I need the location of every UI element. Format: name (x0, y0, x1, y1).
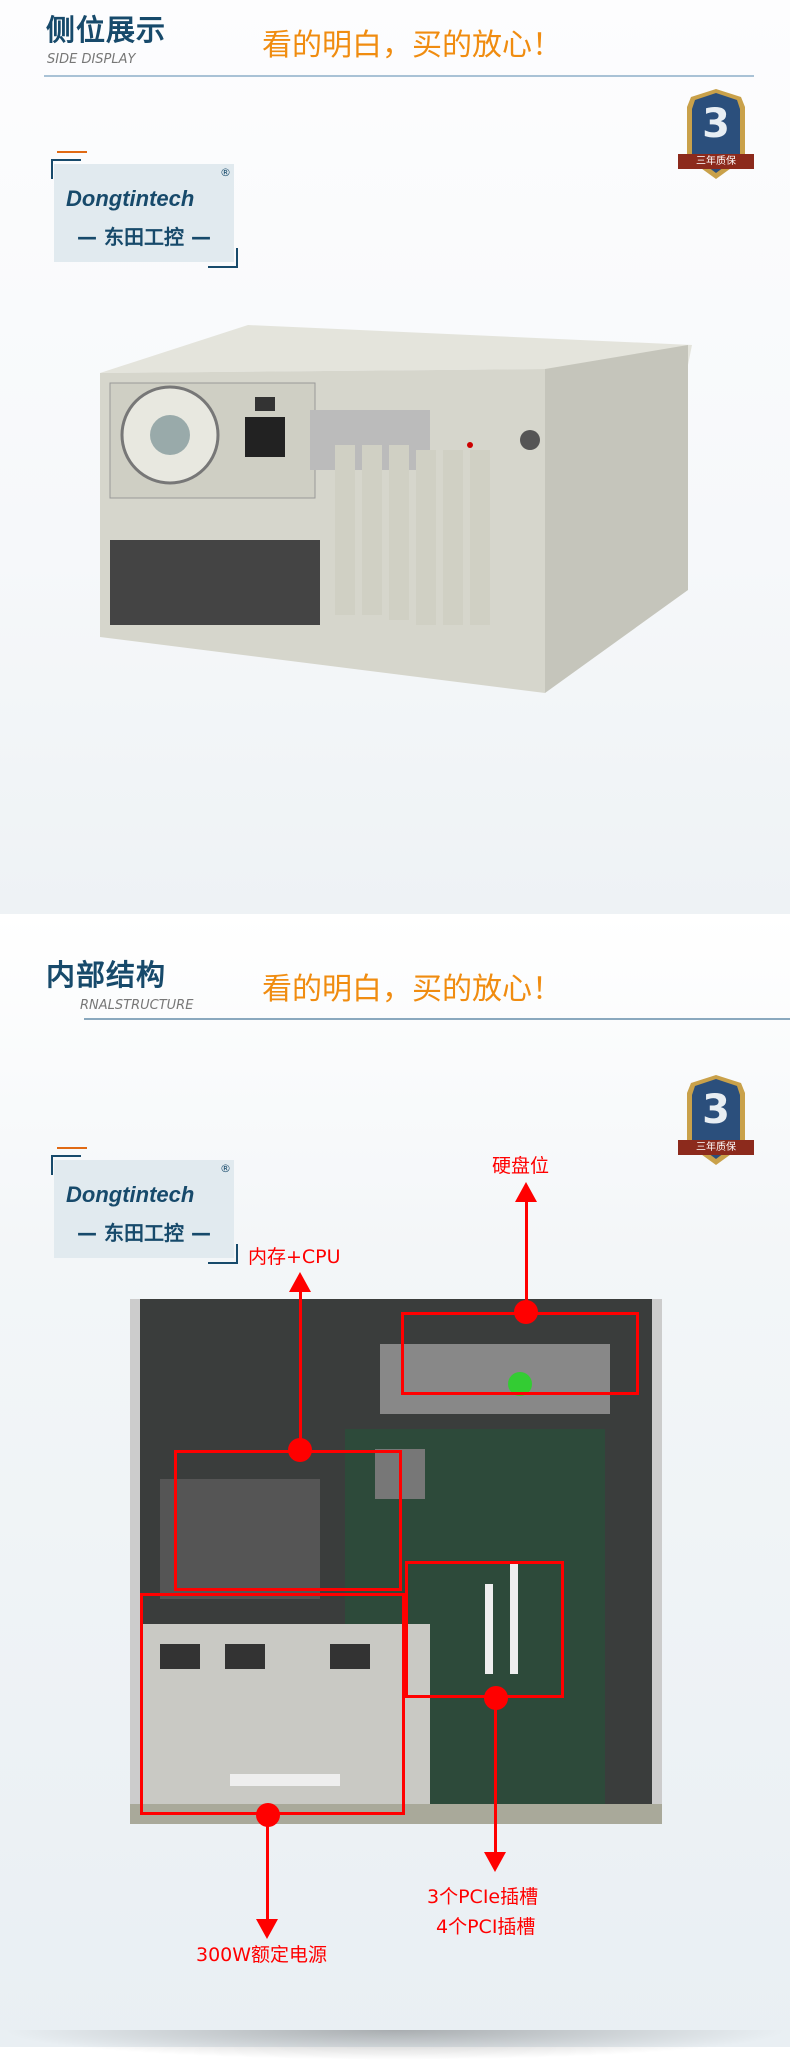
logo-corner (51, 1155, 81, 1175)
badge-text: 三年质保 (678, 1140, 754, 1155)
pci-label: 4个PCI插槽 (436, 1916, 536, 1938)
logo-cn: — 东田工控 — (77, 1221, 211, 1245)
power-label: 300W额定电源 (196, 1944, 328, 1966)
divider (84, 1018, 790, 1020)
memory-cpu-highlight (174, 1450, 402, 1591)
logo-corner (208, 248, 238, 268)
brand-logo: Dongtintech ® — 东田工控 — (54, 1160, 234, 1258)
badge-number: 3 (702, 1087, 730, 1133)
registered-mark: ® (220, 166, 231, 179)
internal-structure-section: 内部结构 RNALSTRUCTURE 看的明白，买的放心！ Dongtintec… (0, 914, 790, 2047)
interior-photo (130, 1299, 662, 1824)
section-subtitle: SIDE DISPLAY (47, 52, 136, 67)
logo-text: Dongtintech (66, 1182, 195, 1207)
brand-logo: Dongtintech ® — 东田工控 — (54, 164, 234, 262)
pointer-line (494, 1704, 497, 1854)
hdd-label: 硬盘位 (492, 1155, 550, 1177)
pointer-line (266, 1824, 269, 1924)
section-shadow (0, 2030, 790, 2060)
pointer-dot (256, 1803, 280, 1827)
pointer-line (299, 1290, 302, 1440)
pci-slots-highlight (405, 1561, 564, 1698)
memory-cpu-label: 内存+CPU (248, 1246, 341, 1268)
section-title: 侧位展示 (46, 13, 167, 47)
logo-corner (51, 159, 81, 179)
arrow-down-icon (484, 1852, 506, 1872)
badge-number: 3 (702, 101, 730, 147)
logo-cn: — 东田工控 — (77, 225, 211, 249)
arrow-up-icon (515, 1182, 537, 1202)
arrow-down-icon (256, 1919, 278, 1939)
slogan: 看的明白，买的放心！ (262, 972, 562, 1007)
logo-corner (57, 1147, 87, 1167)
badge-text: 三年质保 (678, 154, 754, 169)
warranty-badge: 3 三年质保 (678, 88, 754, 180)
pointer-dot (514, 1300, 538, 1324)
arrow-up-icon (289, 1272, 311, 1292)
logo-corner (57, 151, 87, 171)
divider (44, 75, 754, 77)
pointer-dot (288, 1438, 312, 1462)
section-subtitle: RNALSTRUCTURE (80, 998, 194, 1013)
section-title: 内部结构 (46, 958, 167, 992)
slogan: 看的明白，买的放心！ (262, 28, 562, 63)
hdd-highlight (401, 1312, 639, 1395)
logo-text: Dongtintech (66, 186, 195, 211)
side-display-section: 侧位展示 SIDE DISPLAY 看的明白，买的放心！ Dongtintech… (0, 0, 790, 914)
pointer-line (525, 1200, 528, 1310)
power-supply-highlight (140, 1593, 405, 1815)
logo-corner (208, 1244, 238, 1264)
product-side-photo (100, 325, 692, 693)
registered-mark: ® (220, 1162, 231, 1175)
warranty-badge: 3 三年质保 (678, 1074, 754, 1166)
pcie-label: 3个PCIe插槽 (427, 1886, 539, 1908)
